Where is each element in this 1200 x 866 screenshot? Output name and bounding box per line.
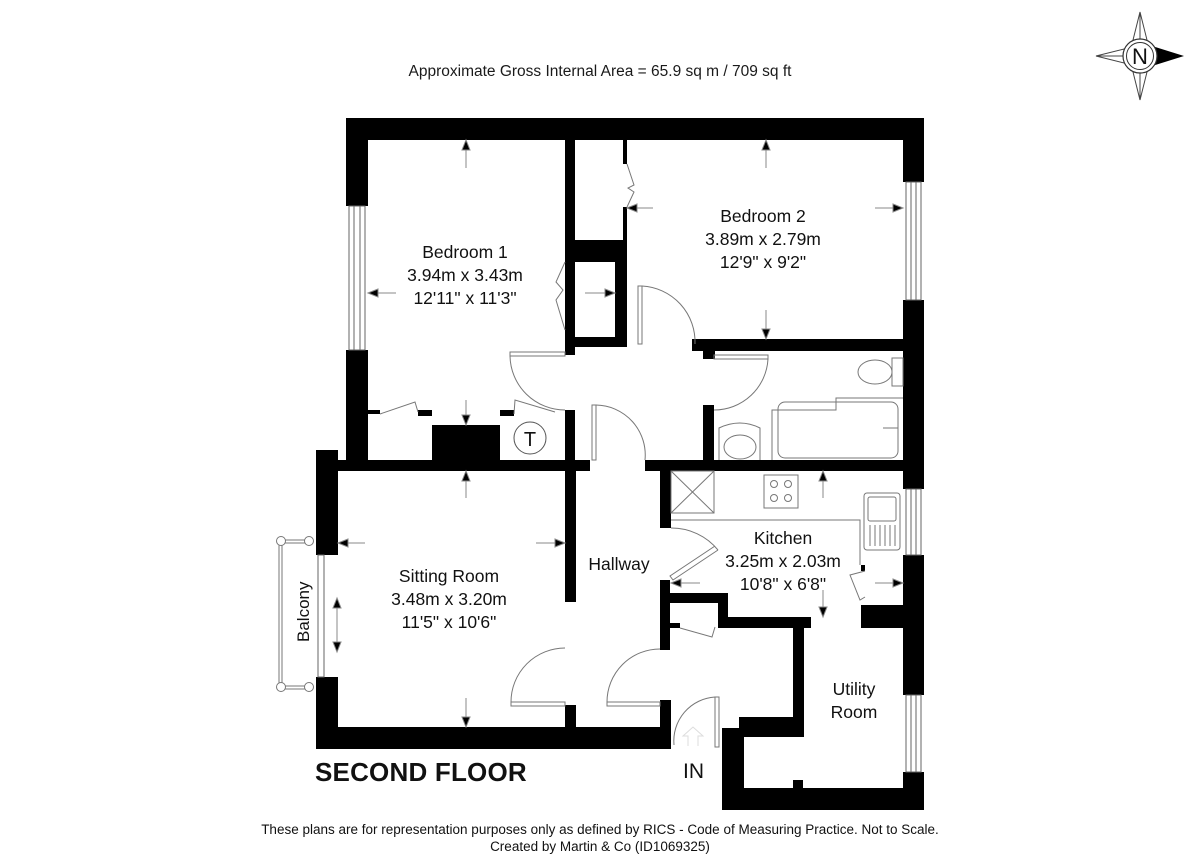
room-kitchen: Kitchen 3.25m x 2.03m 10'8" x 6'8" — [708, 527, 858, 596]
water-tank-icon — [513, 421, 547, 455]
north-compass-icon: N — [1095, 11, 1184, 101]
kitchen-units — [670, 470, 901, 565]
room-utility: Utility Room — [812, 678, 896, 724]
room-name: Kitchen — [753, 528, 813, 548]
disclaimer-footer: These plans are for representation purpo… — [0, 821, 1200, 855]
room-bedroom-1: Bedroom 1 3.94m x 3.43m 12'11" x 11'3" — [390, 241, 540, 310]
room-metric: 3.48m x 3.20m — [391, 589, 507, 609]
room-sitting-room: Sitting Room 3.48m x 3.20m 11'5" x 10'6" — [374, 565, 524, 634]
entrance-arrow-icon — [681, 726, 705, 746]
bathroom-fixtures — [718, 357, 904, 460]
room-imperial: 12'11" x 11'3" — [413, 288, 517, 308]
room-name: Hallway — [588, 554, 650, 574]
dimension-arrows — [332, 138, 905, 729]
room-name: Bedroom 2 — [720, 206, 806, 226]
disclaimer-line: These plans are for representation purpo… — [261, 822, 939, 837]
room-imperial: 10'8" x 6'8" — [739, 574, 827, 594]
room-balcony: Balcony — [294, 581, 313, 642]
room-metric: 3.94m x 3.43m — [407, 265, 523, 285]
walls — [316, 118, 924, 810]
room-bedroom-2: Bedroom 2 3.89m x 2.79m 12'9" x 9'2" — [688, 205, 838, 274]
room-name: Bedroom 1 — [422, 242, 508, 262]
compass-letter: N — [1132, 44, 1148, 69]
floor-label: SECOND FLOOR — [315, 757, 527, 787]
credit-line: Created by Martin & Co (ID1069325) — [490, 839, 710, 854]
room-name-line1: Utility — [832, 679, 876, 699]
door-swings — [379, 163, 866, 748]
windows — [317, 181, 922, 773]
balcony-railing — [276, 536, 314, 692]
room-name: Sitting Room — [398, 566, 500, 586]
room-imperial: 11'5" x 10'6" — [401, 612, 497, 632]
room-name-line2: Room — [830, 702, 878, 722]
tank-symbol: T — [524, 429, 536, 451]
gross-internal-area-title: Approximate Gross Internal Area = 65.9 s… — [408, 63, 792, 80]
room-metric: 3.25m x 2.03m — [725, 551, 841, 571]
room-hallway: Hallway — [579, 553, 659, 576]
room-metric: 3.89m x 2.79m — [705, 229, 821, 249]
entrance-label: IN — [683, 760, 704, 783]
room-imperial: 12'9" x 9'2" — [719, 252, 807, 272]
